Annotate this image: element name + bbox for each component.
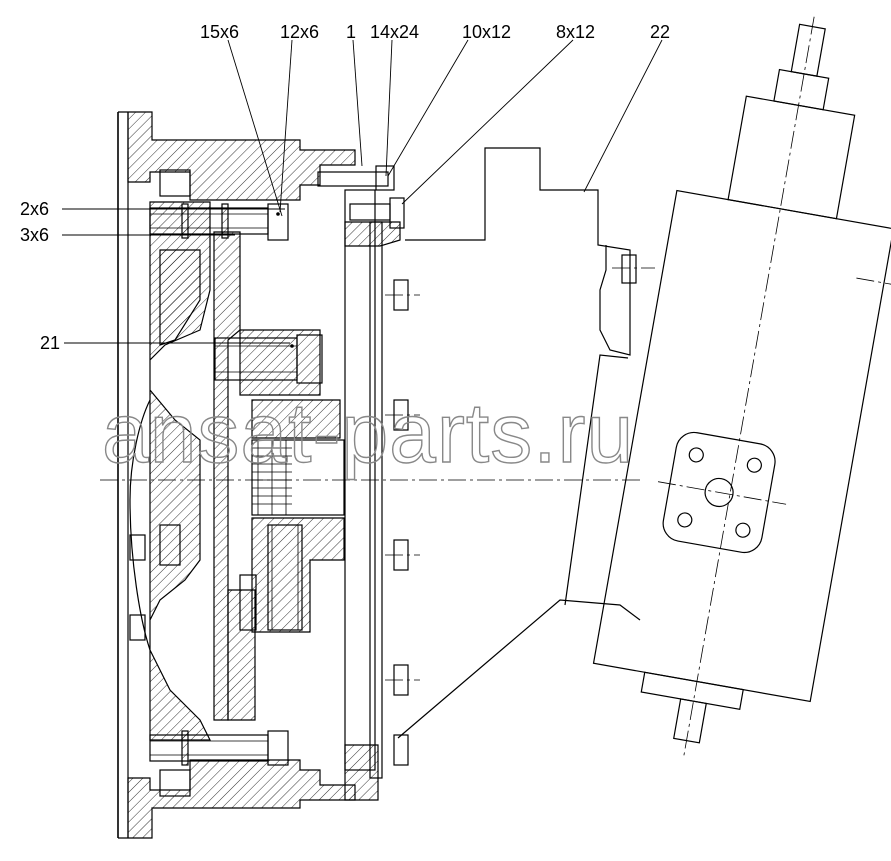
gear-assembly <box>239 399 345 633</box>
callout-12x6: 12x6 <box>280 22 319 42</box>
callout-10x12: 10x12 <box>462 22 511 42</box>
callout-15x6: 15x6 <box>200 22 239 42</box>
watermark: ansat-parts.ru <box>102 386 634 480</box>
tilted-cylinder <box>592 16 891 756</box>
clutch-disk <box>129 201 211 741</box>
left-studs <box>129 169 191 797</box>
callout-8x12: 8x12 <box>556 22 595 42</box>
leader-lines <box>62 39 663 344</box>
bolt-bottom <box>149 730 289 766</box>
callout-22: 22 <box>650 22 670 42</box>
screw-21 <box>214 334 323 384</box>
unit-22 <box>397 147 655 739</box>
callout-2x6: 2x6 <box>20 199 49 219</box>
housing-body <box>117 111 356 839</box>
callout-14x24: 14x24 <box>370 22 419 42</box>
right-flange <box>317 165 420 801</box>
callout-21: 21 <box>40 333 60 353</box>
callout-1: 1 <box>346 22 356 42</box>
callout-3x6: 3x6 <box>20 225 49 245</box>
